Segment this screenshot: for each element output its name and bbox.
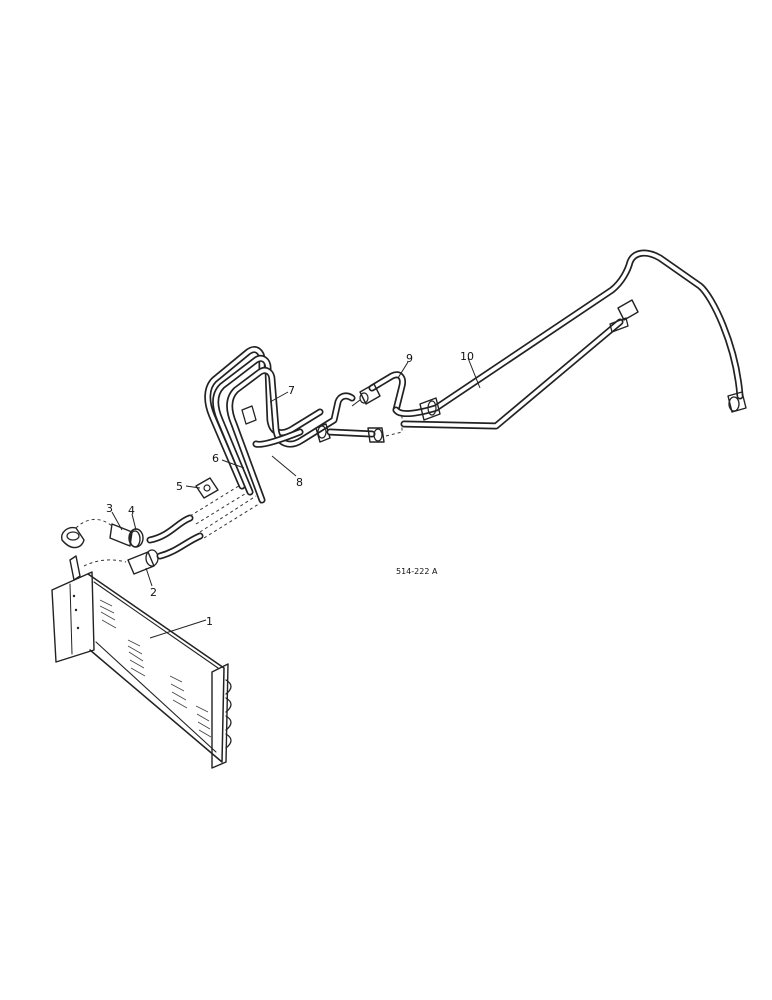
tube-bundle bbox=[204, 346, 356, 504]
cooler-inlet-fitting bbox=[61, 526, 85, 581]
mounting-clip-5 bbox=[195, 477, 219, 499]
callout-4: 4 bbox=[128, 504, 135, 517]
hose-2 bbox=[127, 549, 159, 575]
callout-7: 7 bbox=[288, 384, 295, 397]
callout-1: 1 bbox=[206, 615, 213, 628]
callout-10: 10 bbox=[460, 350, 474, 363]
callout-9: 9 bbox=[406, 352, 413, 365]
callout-5: 5 bbox=[176, 480, 183, 493]
cooler-fins bbox=[99, 599, 212, 738]
callout-8: 8 bbox=[296, 476, 303, 489]
callout-6: 6 bbox=[212, 452, 219, 465]
callout-3: 3 bbox=[106, 502, 113, 515]
oil-cooler-core bbox=[51, 571, 232, 769]
reference-code: 514-222 A bbox=[396, 567, 438, 576]
callout-2: 2 bbox=[150, 586, 157, 599]
long-tube-10 bbox=[392, 249, 747, 430]
union-fitting-middle bbox=[315, 423, 331, 443]
union-fitting-right bbox=[367, 427, 385, 443]
fitting-9 bbox=[351, 371, 406, 414]
